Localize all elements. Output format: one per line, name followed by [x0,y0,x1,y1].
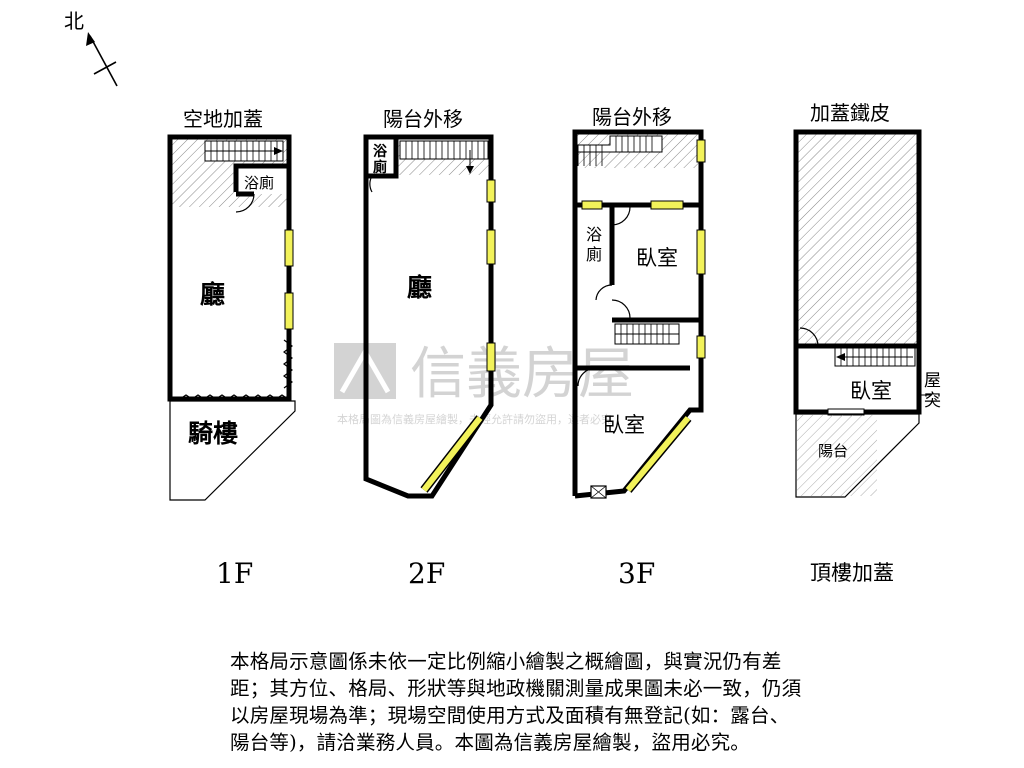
floor-2f-window [486,179,496,203]
floor-roof-plan: 加蓋鐵皮 臥室 陽台 屋 突 頂樓加蓋 [793,101,941,585]
north-compass: 北 [64,9,118,87]
floor-2f-plan: 陽台外移 浴 廁 廳 2F [363,107,496,590]
floor-3f-title: 陽台外移 [592,105,672,129]
floor-2f-window [486,229,496,265]
floor-2f-label: 2F [408,557,445,590]
compass-north-label: 北 [64,9,84,33]
floor-2f-living-label: 廳 [407,273,432,302]
floor-2f-stairs [399,140,489,174]
floor-3f-bedroom-label: 臥室 [636,246,678,270]
floor-1f-bath-room [238,166,288,194]
floor-3f-stairs-upper [577,135,663,166]
floor-3f-label: 3F [618,557,655,590]
floor-roof-structure-label-1: 屋 [924,371,941,391]
floor-3f-bath-label: 浴 [586,225,602,244]
disclaimer-line: 以房屋現場為準；現場空間使用方式及面積有無登記(如：露台、 [230,704,790,727]
floor-roof-bedroom-label: 臥室 [850,379,892,403]
floor-1f-window [284,292,294,330]
watermark: 信義房屋 本格局圖為信義房屋繪製，未經允許請勿盜用，違者必究 [334,342,634,426]
floor-1f-window [284,229,294,267]
floor-roof-structure-label-2: 突 [924,391,941,411]
floor-1f-living-label: 廳 [200,280,225,309]
floor-3f-toilet-label: 廁 [586,245,602,264]
floor-roof-balcony-area [795,413,920,498]
floor-1f-arcade-label: 騎樓 [188,419,238,448]
floor-1f-arcade-area [169,400,296,501]
floor-3f-window [650,200,684,210]
floor-1f-title: 空地加蓋 [183,107,263,131]
floor-3f-window [696,335,706,359]
floor-3f-window [696,139,706,163]
floor-1f-plan: 空地加蓋 浴廁 廳 騎樓 1F [167,107,296,590]
floor-1f-stairs [204,140,284,162]
floor-1f-label: 1F [216,557,253,590]
floor-2f-title: 陽台外移 [383,107,463,131]
floor-3f-bedroom-label-lower: 臥室 [603,413,645,437]
disclaimer-line: 距；其方位、格局、形狀等與地政機關測量成果圖未必一致，仍須 [230,677,802,700]
floor-3f-plan: 陽台外移 浴 廁 臥室 臥室 3F [572,105,706,590]
floor-roof-label: 頂樓加蓋 [810,561,894,585]
floor-roof-metal-sheet-area [798,134,917,344]
floor-1f-bath-label: 浴廁 [244,174,274,192]
north-arrow-icon [86,32,95,46]
disclaimer-line: 本格局示意圖係未依一定比例縮小繪製之概繪圖，與實況仍有差 [230,650,782,673]
disclaimer-line: 陽台等)，請洽業務人員。本圖為信義房屋繪製，盜用必究。 [230,731,751,754]
floor-3f-window [696,229,706,275]
floor-2f-bath-label: 浴 [373,143,388,160]
floor-3f-window [581,200,603,210]
floor-1f-folding-door [283,339,293,389]
floor-roof-title: 加蓋鐵皮 [810,101,890,125]
floor-3f-stairs-lower [614,323,680,345]
floor-roof-stairs [834,347,916,367]
floor-2f-toilet-label: 廁 [373,159,387,176]
disclaimer-note: 本格局示意圖係未依一定比例縮小繪製之概繪圖，與實況仍有差 距；其方位、格局、形狀… [230,648,910,756]
floor-roof-balcony-label: 陽台 [818,442,848,460]
watermark-brand: 信義房屋 [410,342,634,407]
floor-2f-window [486,342,496,372]
